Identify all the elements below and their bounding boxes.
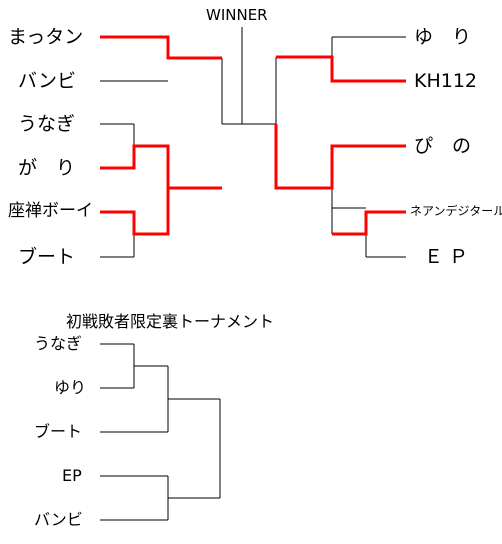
left-entrant-1: まっタン (8, 26, 84, 48)
sub-entrant-1: うなぎ (34, 334, 83, 353)
main-bracket-title: WINNER (206, 6, 268, 24)
right-entrant-5: Ｅ Ｐ (424, 246, 469, 268)
right-entrant-3: ぴ の (414, 135, 472, 157)
sub-bracket-title: 初戦敗者限定裏トーナメント (66, 312, 275, 331)
left-entrant-2: バンビ (18, 70, 76, 92)
right-entrant-1: ゆ り (414, 26, 472, 48)
main-bracket-winner-paths (100, 35, 406, 236)
sub-entrant-5: バンビ (34, 510, 83, 529)
right-entrant-2: KH112 (414, 70, 478, 92)
left-entrant-3: うなぎ (18, 113, 76, 135)
sub-bracket-lines (100, 343, 221, 521)
sub-entrant-3: ブート (34, 422, 83, 441)
left-entrant-5: 座禅ボーイ (8, 201, 93, 221)
right-entrant-4: ネアンデジタール (410, 204, 502, 218)
left-entrant-6: ブート (18, 246, 76, 268)
left-entrant-4: が り (18, 157, 76, 179)
sub-entrant-2: ゆり (54, 378, 87, 397)
sub-entrant-4: EP (62, 466, 82, 485)
main-bracket-black-lines (100, 27, 406, 258)
